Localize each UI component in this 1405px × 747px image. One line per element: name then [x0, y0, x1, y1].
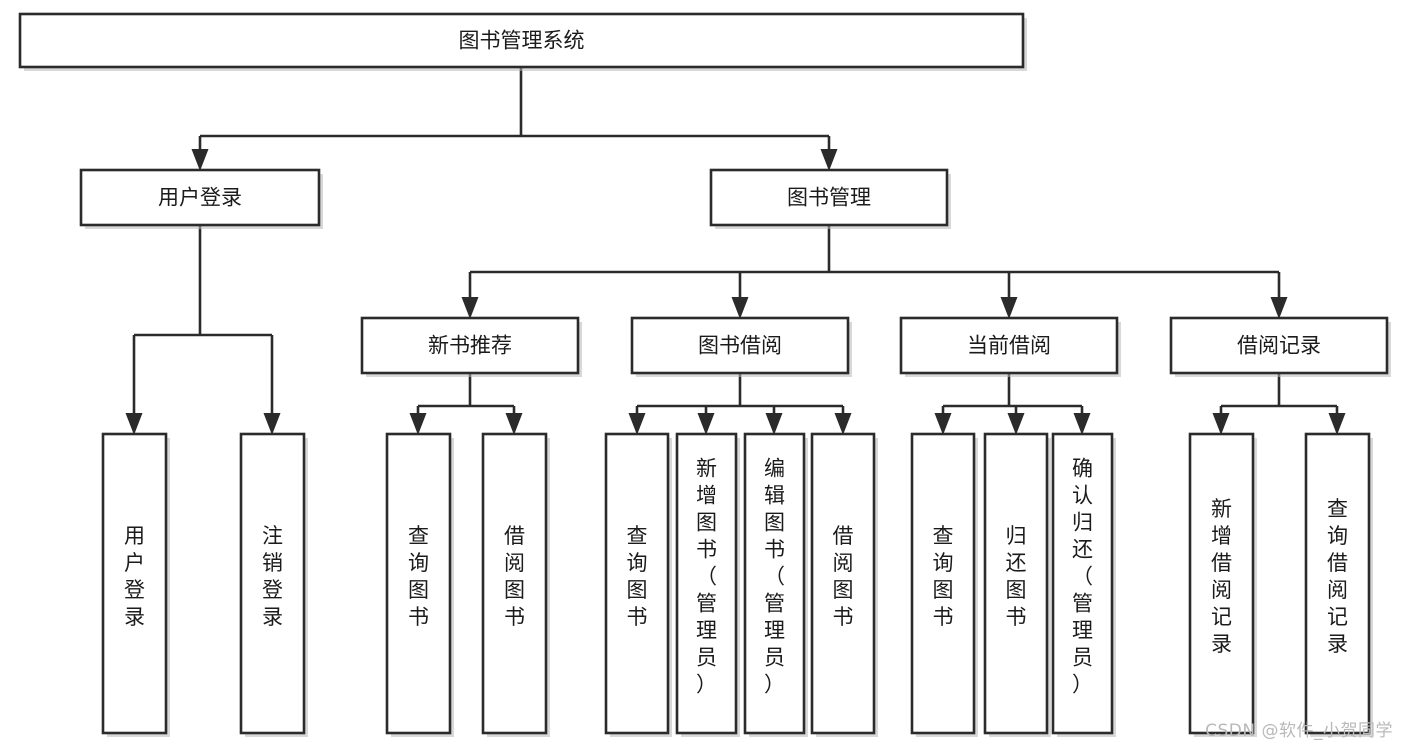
arrow-head — [409, 413, 427, 435]
arrow-head — [1270, 297, 1288, 319]
connector-current-to-leaves — [934, 373, 1091, 435]
connector-recommend-to-leaves — [409, 373, 523, 435]
node-label: 图书借阅 — [698, 334, 782, 358]
node-leaf-leaf-query-book-borrow[interactable]: 查询图书 — [604, 432, 672, 737]
arrow-head — [820, 149, 838, 171]
node-leaf-leaf-borrow-book-rec[interactable]: 借阅图书 — [481, 432, 550, 737]
node-rect[interactable] — [239, 432, 306, 735]
node-leaf-leaf-return-book[interactable]: 归还图书 — [983, 432, 1051, 737]
node-label: 编辑图书（管理员） — [764, 457, 785, 697]
arrow-head — [731, 297, 749, 319]
node-leaf-leaf-query-book-cur[interactable]: 查询图书 — [910, 432, 978, 737]
node-rect[interactable] — [1188, 432, 1255, 735]
node-rect[interactable] — [910, 432, 976, 735]
node-label: 新书推荐 — [428, 334, 512, 358]
node-rect[interactable] — [983, 432, 1049, 735]
node-leaf-leaf-edit-book[interactable]: 编辑图书（管理员） — [743, 432, 808, 737]
node-level3-book-borrow[interactable]: 图书借阅 — [630, 316, 852, 377]
node-leaf-leaf-borrow-book[interactable]: 借阅图书 — [810, 432, 878, 737]
connector-root-to-level2 — [191, 67, 838, 171]
node-label: 新增借阅记录 — [1211, 497, 1232, 656]
node-layer: 图书管理系统用户登录图书管理新书推荐图书借阅当前借阅借阅记录用户登录注销登录查询… — [18, 12, 1391, 737]
node-leaf-leaf-user-login[interactable]: 用户登录 — [101, 432, 170, 737]
arrow-head — [263, 413, 281, 435]
arrow-head — [461, 297, 479, 319]
node-label: 查询图书 — [933, 524, 954, 629]
node-label: 当前借阅 — [967, 334, 1051, 358]
node-rect[interactable] — [385, 432, 452, 735]
node-label: 查询借阅记录 — [1327, 497, 1348, 656]
watermark-label: CSDN @软件_小贺同学 — [1205, 721, 1393, 741]
node-rect[interactable] — [709, 168, 949, 227]
node-label: 图书管理 — [787, 186, 871, 210]
node-rect[interactable] — [1304, 432, 1371, 735]
node-label: 用户登录 — [124, 524, 145, 629]
node-level3-new-book-recommend[interactable]: 新书推荐 — [360, 316, 582, 377]
node-rect[interactable] — [360, 316, 580, 375]
arrow-head — [1328, 413, 1346, 435]
node-leaf-leaf-add-book[interactable]: 新增图书（管理员） — [675, 432, 740, 737]
connector-user-login-to-leaves — [125, 225, 281, 435]
node-rect[interactable] — [79, 168, 321, 227]
arrow-head — [1007, 413, 1025, 435]
node-rect[interactable] — [18, 12, 1025, 69]
arrow-head — [1000, 297, 1018, 319]
node-rect[interactable] — [1051, 432, 1114, 735]
arrow-head — [765, 413, 783, 435]
node-rect[interactable] — [743, 432, 806, 735]
node-label: 归还图书 — [1006, 524, 1027, 629]
node-label: 新增图书（管理员） — [696, 457, 717, 697]
node-label: 借阅记录 — [1237, 334, 1321, 358]
node-leaf-leaf-confirm-return[interactable]: 确认归还（管理员） — [1051, 432, 1116, 737]
node-rect[interactable] — [101, 432, 168, 735]
connector-borrow-to-leaves — [628, 373, 852, 435]
node-rect[interactable] — [899, 316, 1119, 375]
connector-record-to-leaves — [1212, 373, 1346, 435]
node-level2-book-manage[interactable]: 图书管理 — [709, 168, 951, 229]
node-root-root[interactable]: 图书管理系统 — [18, 12, 1027, 71]
arrow-head — [628, 413, 646, 435]
node-label: 注销登录 — [262, 524, 283, 629]
arrow-head — [1212, 413, 1230, 435]
node-label: 用户登录 — [158, 186, 242, 210]
arrow-head — [125, 413, 143, 435]
node-label: 图书管理系统 — [459, 29, 585, 53]
node-label: 借阅图书 — [833, 524, 854, 629]
node-rect[interactable] — [481, 432, 548, 735]
node-label: 查询图书 — [408, 524, 429, 629]
node-rect[interactable] — [675, 432, 738, 735]
node-level3-borrow-record[interactable]: 借阅记录 — [1169, 316, 1391, 377]
connector-layer — [125, 67, 1346, 435]
node-label: 确认归还（管理员） — [1072, 457, 1093, 697]
node-rect[interactable] — [1169, 316, 1389, 375]
node-rect[interactable] — [810, 432, 876, 735]
node-rect[interactable] — [630, 316, 850, 375]
node-label: 查询图书 — [627, 524, 648, 629]
arrow-head — [1073, 413, 1091, 435]
node-label: 借阅图书 — [504, 524, 525, 629]
arrow-head — [505, 413, 523, 435]
arrow-head — [934, 413, 952, 435]
node-leaf-leaf-logout[interactable]: 注销登录 — [239, 432, 308, 737]
arrow-head — [697, 413, 715, 435]
arrow-head — [834, 413, 852, 435]
node-level3-current-borrow[interactable]: 当前借阅 — [899, 316, 1121, 377]
node-leaf-leaf-query-record[interactable]: 查询借阅记录 — [1304, 432, 1373, 737]
arrow-head — [191, 149, 209, 171]
node-leaf-leaf-query-book-rec[interactable]: 查询图书 — [385, 432, 454, 737]
node-level2-user-login[interactable]: 用户登录 — [79, 168, 323, 229]
node-rect[interactable] — [604, 432, 670, 735]
node-leaf-leaf-add-record[interactable]: 新增借阅记录 — [1188, 432, 1257, 737]
connector-book-manage-to-level3 — [461, 225, 1288, 319]
